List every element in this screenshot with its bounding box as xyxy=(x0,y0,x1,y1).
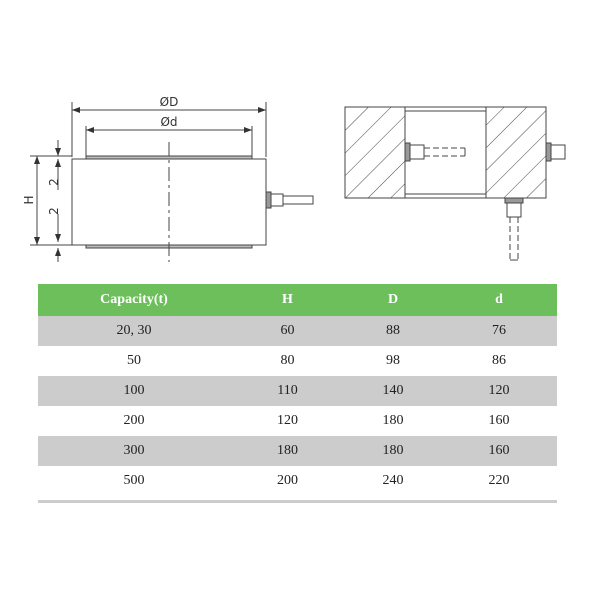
cell-capacity: 300 xyxy=(38,436,230,466)
cell-h: 80 xyxy=(280,353,295,368)
cell-d-inner: 160 xyxy=(488,413,510,428)
cell-d-inner: 120 xyxy=(441,376,557,406)
cell-d-outer: 180 xyxy=(382,413,404,428)
table-row: 300 180 180 160 xyxy=(38,436,557,466)
cell-capacity: 20, 30 xyxy=(38,316,230,346)
cell-d-inner: 220 xyxy=(488,473,510,488)
cell-d-inner: 86 xyxy=(492,353,506,368)
cell-d-inner: 160 xyxy=(441,436,557,466)
cell-h: 60 xyxy=(230,316,345,346)
cell-h: 120 xyxy=(277,413,298,428)
col-h: H xyxy=(230,284,345,316)
dim-inner-diameter: Ød xyxy=(160,115,177,129)
front-view xyxy=(30,102,314,262)
table-row: 200 120 180 160 xyxy=(38,406,557,436)
cell-d-outer: 98 xyxy=(386,353,400,368)
dim-outer-diameter: ØD xyxy=(160,95,179,109)
table-header-row: Capacity(t) H D d xyxy=(38,284,557,316)
table-row: 500 200 240 220 xyxy=(38,466,557,496)
cell-capacity: 100 xyxy=(38,376,230,406)
section-view xyxy=(344,106,566,261)
table-row: 20, 30 60 88 76 xyxy=(38,316,557,346)
cell-d-outer: 180 xyxy=(345,436,441,466)
table-bottom-rule xyxy=(38,500,557,503)
table-row: 100 110 140 120 xyxy=(38,376,557,406)
col-capacity: Capacity(t) xyxy=(38,284,230,316)
col-d-outer: D xyxy=(345,284,441,316)
cell-h: 110 xyxy=(230,376,345,406)
cell-d-outer: 240 xyxy=(382,473,404,488)
dim-step-upper: 2 xyxy=(47,178,61,186)
col-d-inner: d xyxy=(441,284,557,316)
capacity-spec-table: Capacity(t) H D d 20, 30 60 88 76 50 80 … xyxy=(38,284,557,496)
cell-d-outer: 140 xyxy=(345,376,441,406)
dim-height: H xyxy=(22,195,36,204)
cell-capacity: 500 xyxy=(123,473,145,488)
cell-capacity: 200 xyxy=(123,413,145,428)
cell-d-outer: 88 xyxy=(345,316,441,346)
table-row: 50 80 98 86 xyxy=(38,346,557,376)
cell-d-inner: 76 xyxy=(441,316,557,346)
cell-h: 200 xyxy=(277,473,298,488)
dim-step-lower: 2 xyxy=(47,207,61,215)
cell-h: 180 xyxy=(230,436,345,466)
cell-capacity: 50 xyxy=(127,353,141,368)
technical-drawing: ØD Ød H 2 2 xyxy=(22,95,566,262)
